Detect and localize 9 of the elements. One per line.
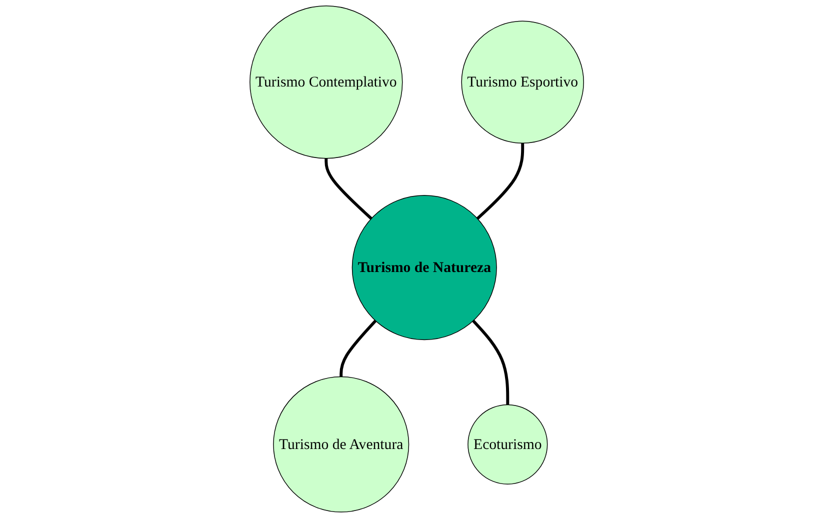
connector xyxy=(476,143,524,220)
node-circle: Turismo de Natureza xyxy=(352,195,497,340)
connector xyxy=(472,320,509,405)
node-circle: Turismo de Aventura xyxy=(272,376,409,512)
node-circle: Turismo Esportivo xyxy=(460,20,584,144)
node-circle: Turismo Contemplativo xyxy=(249,6,402,159)
connector xyxy=(324,158,372,220)
connector xyxy=(339,320,376,377)
node-circle: Ecoturismo xyxy=(467,404,548,484)
